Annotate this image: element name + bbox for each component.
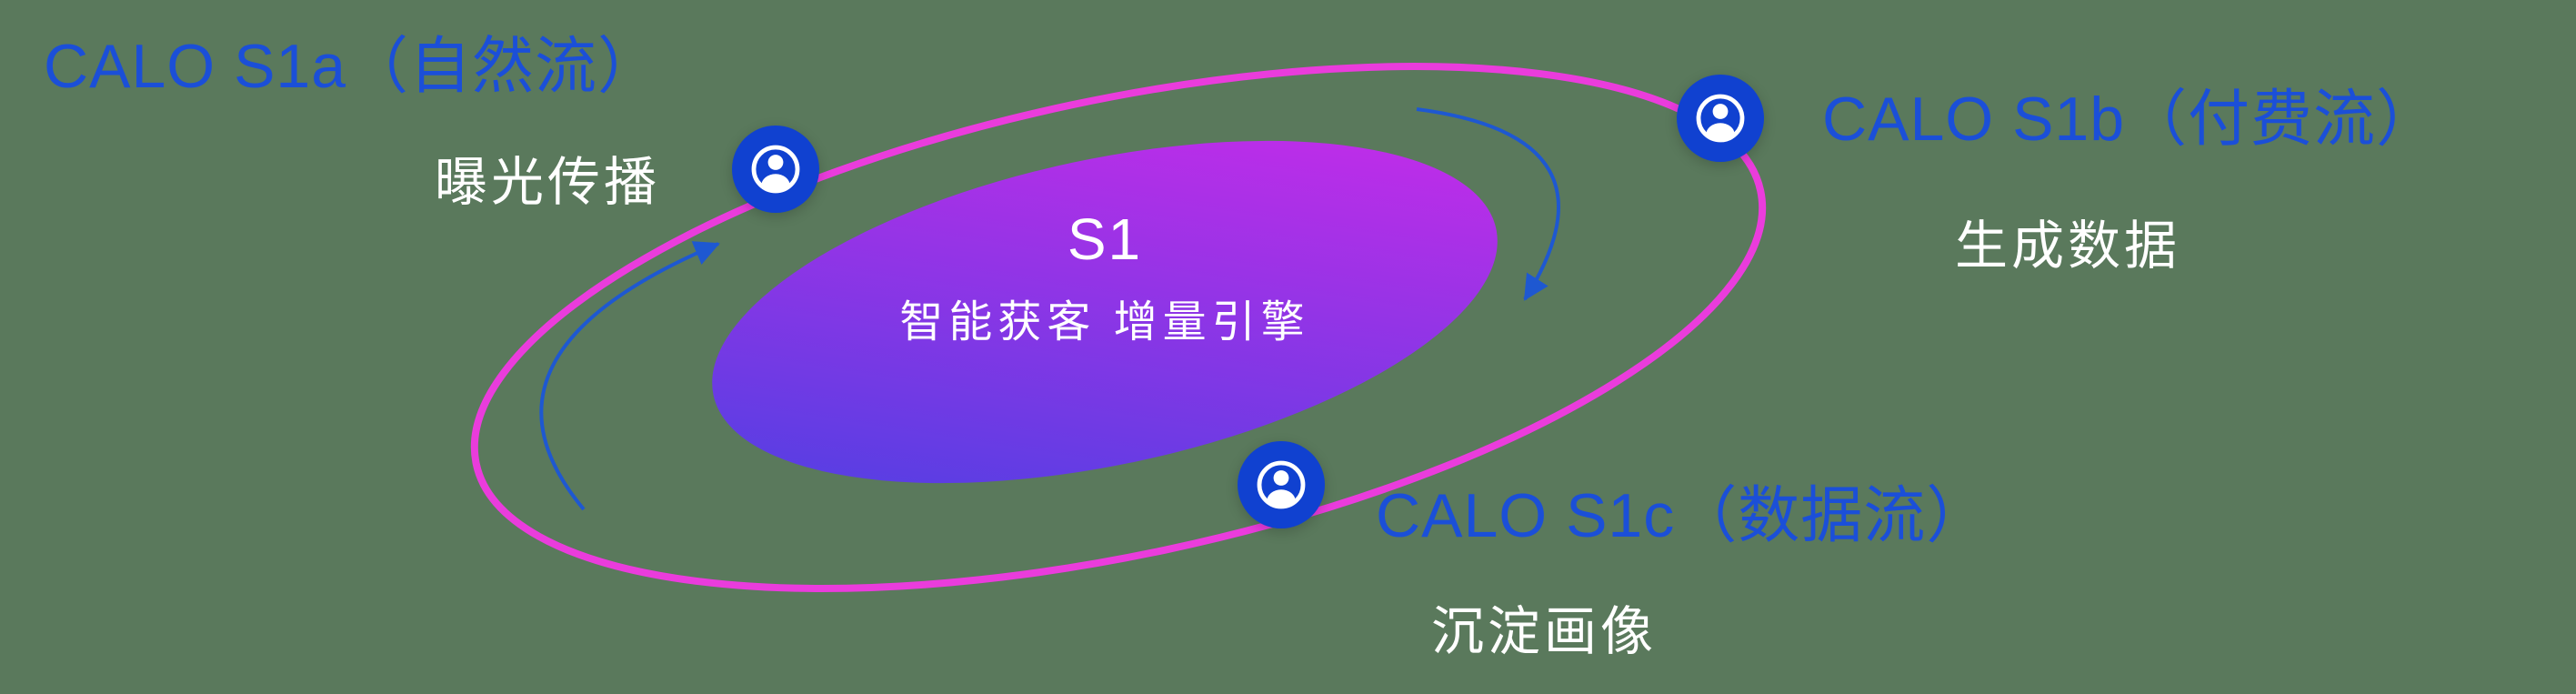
core-subtitle: 智能获客 增量引擎 (899, 298, 1310, 347)
person-circle-icon (1696, 94, 1745, 143)
flow-arrow-right (1416, 107, 1560, 301)
core-ellipse (712, 140, 1498, 484)
node-s1b (1677, 75, 1764, 162)
orbit-ring (470, 63, 1767, 592)
label-s1c: CALO S1c（数据流） (1376, 481, 1990, 550)
label-s1a: CALO S1a（自然流） (44, 32, 661, 101)
sublabel-s1c: 沉淀画像 (1431, 602, 1658, 661)
person-circle-icon (751, 145, 800, 194)
node-s1c (1238, 441, 1325, 528)
flow-arrow-left (539, 241, 720, 511)
sublabel-s1a: 曝光传播 (435, 153, 661, 212)
node-s1a (732, 126, 819, 213)
label-s1b: CALO S1b（付费流） (1822, 85, 2440, 154)
core-label-group: S1 智能获客 增量引擎 (899, 206, 1309, 349)
core-title: S1 (1067, 206, 1143, 272)
person-circle-icon (1257, 460, 1306, 509)
sublabel-s1b: 生成数据 (1955, 216, 2181, 276)
